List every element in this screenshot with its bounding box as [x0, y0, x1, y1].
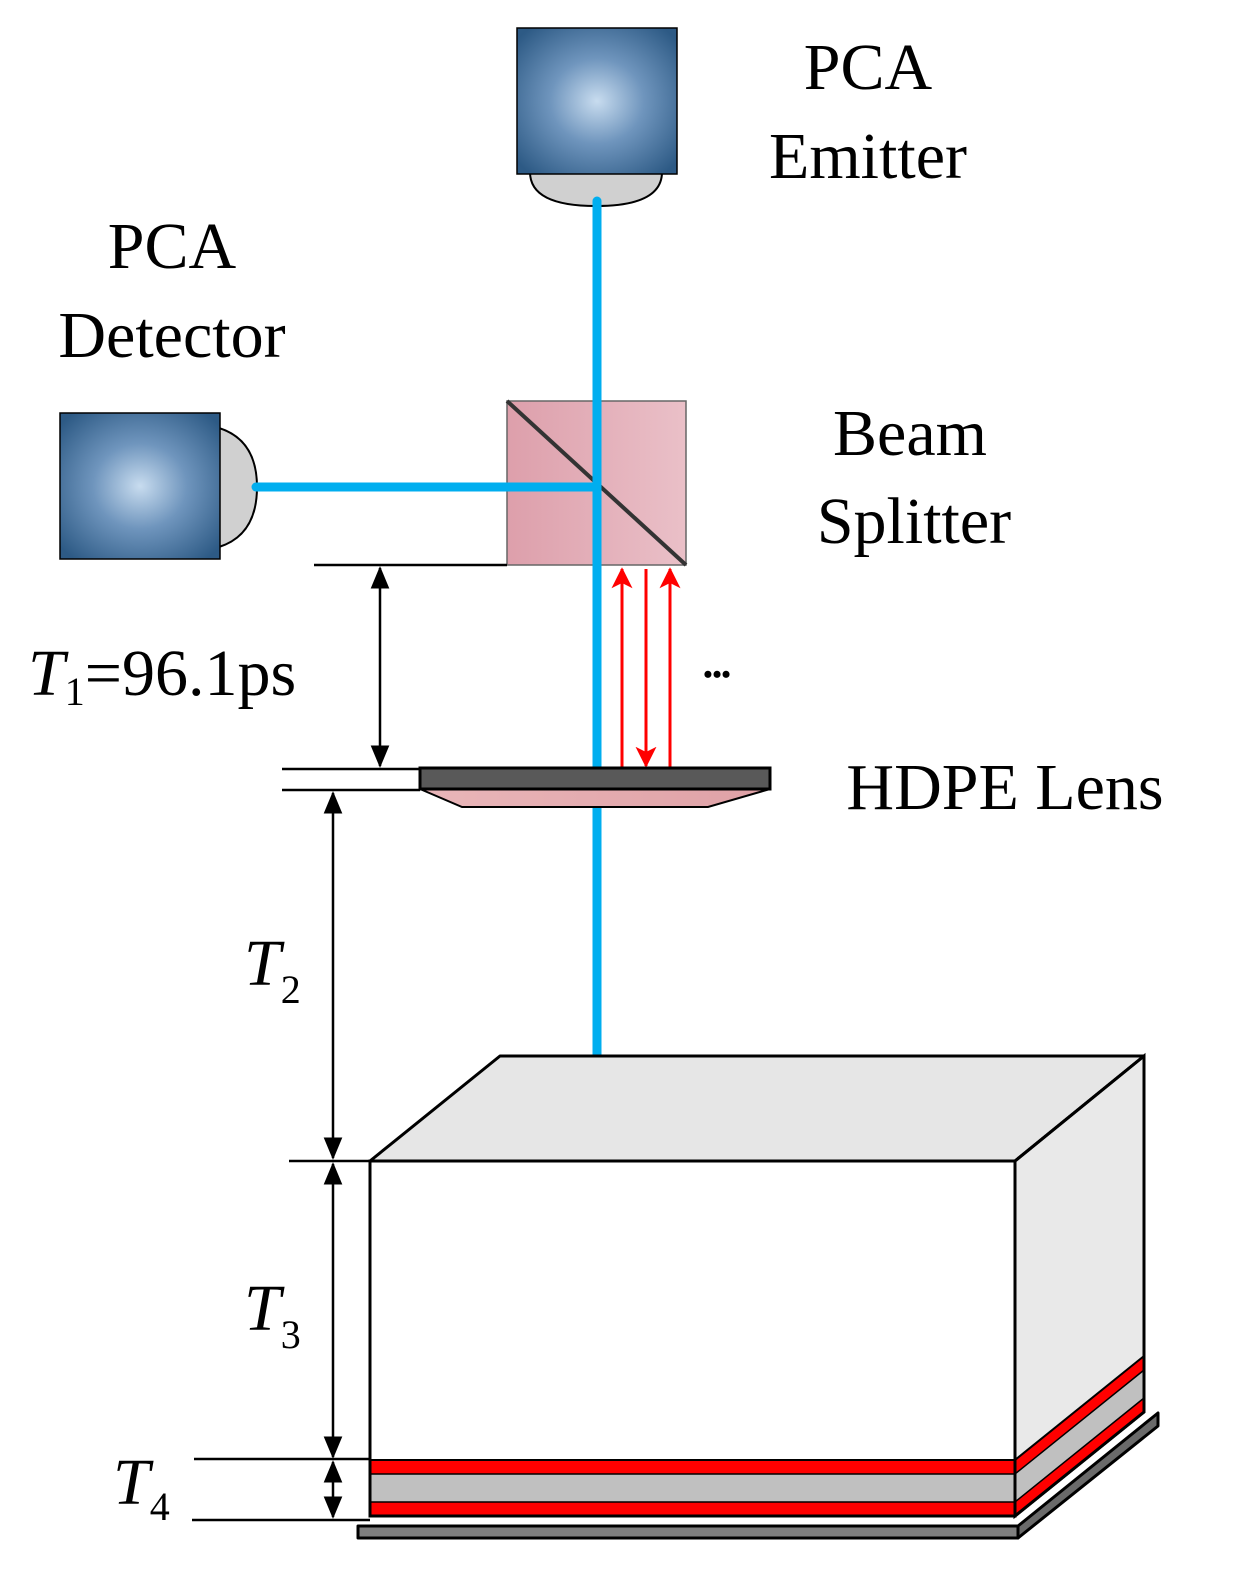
- base-plate-front: [356, 1524, 1020, 1540]
- t1-symbol: T: [28, 637, 69, 710]
- t3-label: T3: [244, 1272, 301, 1357]
- bottom-layers-side: [1013, 1052, 1146, 1520]
- layer-red-top: [370, 1460, 1015, 1474]
- t1-label: T1=96.1ps: [28, 637, 296, 714]
- emitter-label-line1: PCA: [804, 31, 933, 104]
- pca-detector: [59, 412, 259, 560]
- detector-label-line1: PCA: [108, 210, 237, 283]
- lens-plate: [418, 766, 772, 791]
- emitter-label-line2: Emitter: [769, 120, 967, 193]
- dimension-lines: [192, 563, 507, 1522]
- sample-block: [356, 1054, 1160, 1540]
- t2-symbol: T: [244, 927, 285, 1000]
- t4-label: T4: [113, 1446, 170, 1529]
- t1-subscript: 1: [65, 669, 85, 714]
- t4-symbol: T: [113, 1446, 154, 1519]
- lens-body: [419, 788, 771, 808]
- t3-symbol: T: [244, 1272, 285, 1345]
- t3-subscript: 3: [281, 1312, 301, 1357]
- side-layer-gray: [1015, 1370, 1144, 1502]
- t2-subscript: 2: [281, 967, 301, 1012]
- emitter-body: [516, 27, 678, 175]
- detector-lens-cap: [218, 426, 259, 549]
- detector-label-line2: Detector: [58, 299, 285, 372]
- layer-red-bottom: [370, 1502, 1015, 1516]
- hdpe-lens: [418, 766, 772, 808]
- box-top: [368, 1054, 1146, 1163]
- reflection-arrows: [611, 567, 681, 768]
- side-layer-red-top: [1015, 1356, 1144, 1474]
- detector-body: [59, 412, 221, 560]
- t2-label: T2: [244, 927, 301, 1012]
- bottom-layers-front: [368, 1159, 1017, 1518]
- splitter-label-line1: Beam: [833, 397, 987, 470]
- ellipsis-more-reflections: •••: [703, 660, 730, 689]
- t1-value: =96.1ps: [85, 637, 296, 710]
- side-layer-red-bottom: [1015, 1398, 1144, 1516]
- splitter-label-line2: Splitter: [817, 485, 1011, 558]
- lens-label: HDPE Lens: [846, 751, 1163, 824]
- pca-emitter: [516, 27, 678, 208]
- t4-subscript: 4: [150, 1484, 170, 1529]
- layer-gray: [370, 1474, 1015, 1502]
